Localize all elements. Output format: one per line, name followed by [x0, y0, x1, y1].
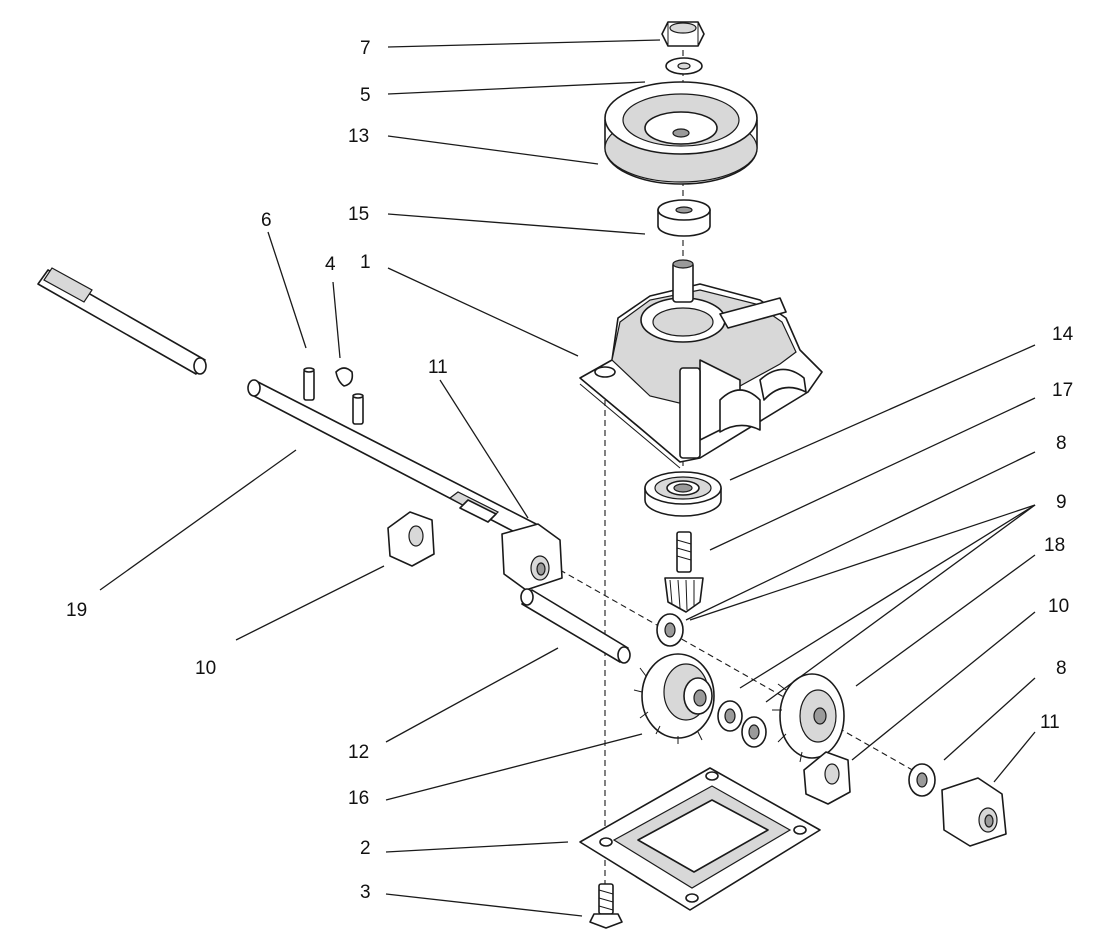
- callout-8b: 8: [1056, 658, 1067, 679]
- callout-13: 13: [348, 126, 369, 147]
- pulley: [604, 81, 758, 185]
- washer-top: [665, 57, 703, 75]
- callout-7: 7: [360, 38, 371, 59]
- callout-5: 5: [360, 85, 371, 106]
- callout-3: 3: [360, 882, 371, 903]
- hex-bolt: [589, 883, 623, 929]
- spur-gear-large: [633, 653, 715, 744]
- callout-labels: 7 5 13 15 6 4 1 14 11 17 8 9 18 19 10 10…: [66, 38, 1074, 903]
- callout-11b: 11: [1040, 712, 1060, 733]
- callout-10a: 10: [195, 658, 216, 679]
- callout-11a: 11: [428, 357, 448, 378]
- callout-15: 15: [348, 204, 369, 225]
- flat-washer-lower: [908, 763, 936, 797]
- callout-9: 9: [1056, 492, 1067, 513]
- ball-bearing: [644, 471, 722, 517]
- callout-6: 6: [261, 210, 272, 231]
- flange-bushing-upper: [501, 523, 563, 591]
- callout-14: 14: [1052, 324, 1074, 345]
- countershaft: [520, 588, 631, 664]
- spur-gear-small: [772, 673, 845, 765]
- callout-17: 17: [1052, 380, 1073, 401]
- axle-shaft: [247, 379, 541, 541]
- pinion-shaft: [664, 531, 704, 613]
- roll-pin: [303, 367, 364, 425]
- callout-2: 2: [360, 838, 371, 859]
- bearing-block-left: [387, 511, 435, 567]
- callout-16: 16: [348, 788, 369, 809]
- cover-plate: [579, 767, 821, 911]
- hex-nut: [661, 21, 705, 47]
- callout-1: 1: [360, 252, 371, 273]
- callout-18: 18: [1044, 535, 1065, 556]
- callout-10b: 10: [1048, 596, 1069, 617]
- flange-bushing-lower: [941, 777, 1007, 847]
- callout-8a: 8: [1056, 433, 1067, 454]
- callout-12: 12: [348, 742, 369, 763]
- callout-4: 4: [325, 254, 336, 275]
- bearing-block-right: [803, 751, 851, 805]
- spacer-bushing: [657, 199, 711, 237]
- gear-housing: [579, 259, 823, 469]
- thrust-washer: [656, 613, 684, 647]
- washer-lower: [717, 700, 767, 748]
- retaining-clip: [335, 367, 354, 387]
- short-shaft: [37, 267, 207, 375]
- callout-19: 19: [66, 600, 87, 621]
- leader-lines: [99, 39, 1036, 917]
